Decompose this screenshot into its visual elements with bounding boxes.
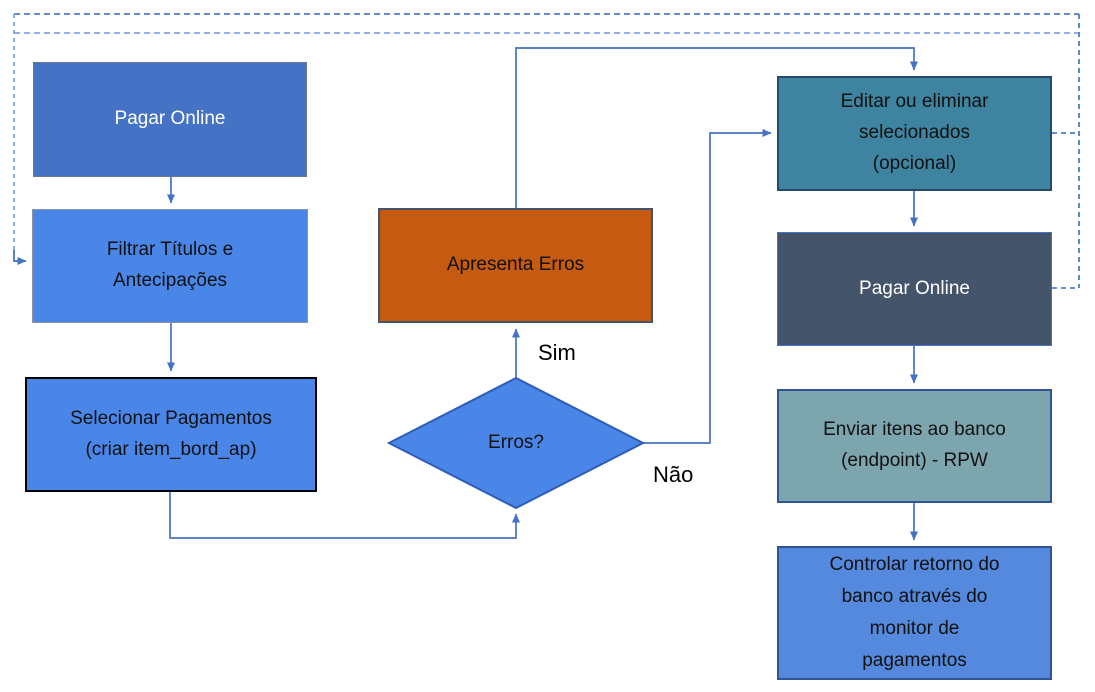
node-controlar-retorno: Controlar retorno do banco através do mo… bbox=[777, 546, 1052, 680]
connector-selecionar-erros bbox=[169, 492, 520, 539]
connector-erros-editar-nao bbox=[643, 129, 772, 444]
node-erros-decision-label: Erros? bbox=[488, 431, 544, 453]
node-filtrar-titulos: Filtrar Títulos e Antecipações bbox=[32, 209, 308, 323]
edge-label-sim: Sim bbox=[538, 340, 576, 365]
node-enviar-itens-banco: Enviar itens ao banco (endpoint) - RPW bbox=[777, 389, 1052, 503]
node-selecionar-pagamentos: Selecionar Pagamentos (criar item_bord_a… bbox=[25, 377, 317, 492]
connector-apresenta-editar bbox=[515, 47, 918, 208]
node-editar-eliminar: Editar ou eliminar selecionados (opciona… bbox=[777, 76, 1052, 191]
node-apresenta-erros: Apresenta Erros bbox=[378, 208, 653, 323]
edge-label-nao: Não bbox=[653, 462, 694, 487]
decision-diamond-shape bbox=[386, 376, 646, 510]
connector-loop-into-filtrar bbox=[13, 250, 27, 265]
node-pagar-online-start: Pagar Online bbox=[33, 62, 307, 177]
node-pagar-online-2: Pagar Online bbox=[777, 232, 1052, 346]
